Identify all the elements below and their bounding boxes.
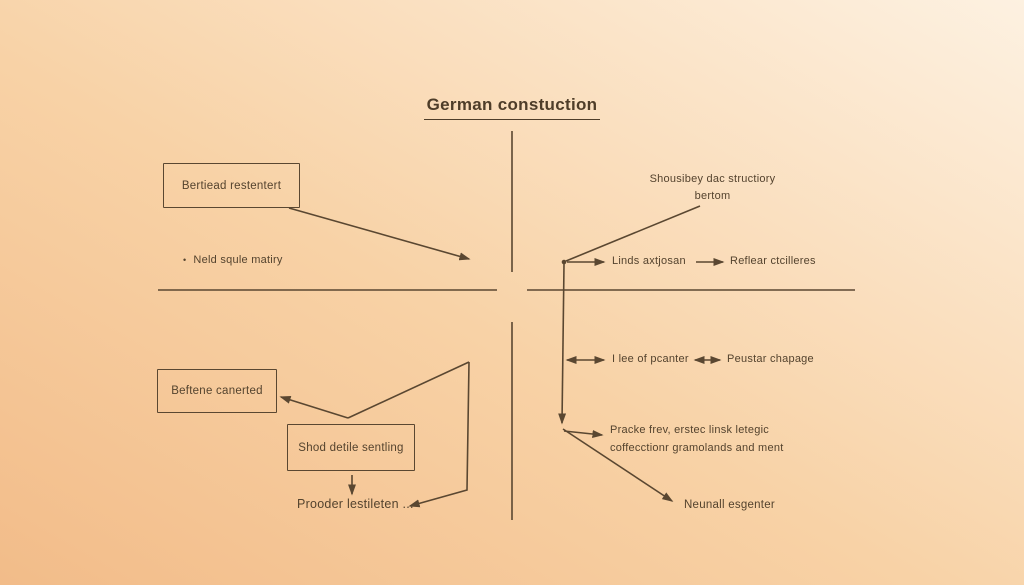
heading-shousibey-line1: Shousibey dac structiory	[649, 173, 776, 185]
arrow-bertiead-to-center	[288, 207, 471, 261]
note-pracke-line2: coffecctionr gramolands and ment	[610, 441, 784, 454]
note-pracke: Pracke frev, erstec linsk letegic coffec…	[610, 422, 784, 457]
node-label-linds: Linds axtjosan	[612, 255, 686, 267]
node-dot	[561, 259, 567, 265]
bullet-item-neld: • Neld squle matiry	[183, 254, 283, 266]
line-heading-to-node	[565, 205, 701, 262]
box-shod: Shod detile sentling	[287, 424, 415, 471]
heading-shousibey-line2: bertom	[694, 190, 731, 202]
node-label-ilee: I lee of pcanter	[612, 353, 689, 365]
box-beftene-label: Beftene canerted	[171, 385, 263, 397]
box-beftene: Beftene canerted	[157, 369, 277, 413]
box-bertiead: Bertiead restentert	[163, 163, 300, 208]
bullet-icon: •	[183, 255, 187, 265]
arrow-branch-to-neunall	[562, 428, 674, 502]
bullet-item-neld-text: Neld squle matiry	[193, 254, 283, 266]
note-prooder: Prooder lestileten ...	[297, 497, 414, 511]
right-branch-vertical-line	[558, 263, 567, 425]
note-pracke-line1: Pracke frev, erstec linsk letegic	[610, 424, 770, 436]
heading-shousibey: Shousibey dac structiory bertom	[610, 171, 815, 205]
terminal-label-neunall: Neunall esgenter	[684, 499, 775, 511]
arrow-vee-to-beftene-box	[279, 396, 349, 419]
vee-right-arm-line	[347, 361, 470, 419]
node-label-reflear: Reflear ctcilleres	[730, 255, 816, 267]
box-shod-label: Shod detile sentling	[298, 441, 404, 454]
long-line-to-prooder	[408, 361, 470, 508]
box-bertiead-label: Bertiead restentert	[181, 179, 282, 192]
diagram-title-text: German constuction	[423, 95, 601, 120]
diagram-title: German constuction	[0, 95, 1024, 120]
node-label-peustar: Peustar chapage	[727, 353, 814, 365]
arrow-branch-to-pracke	[563, 430, 604, 438]
